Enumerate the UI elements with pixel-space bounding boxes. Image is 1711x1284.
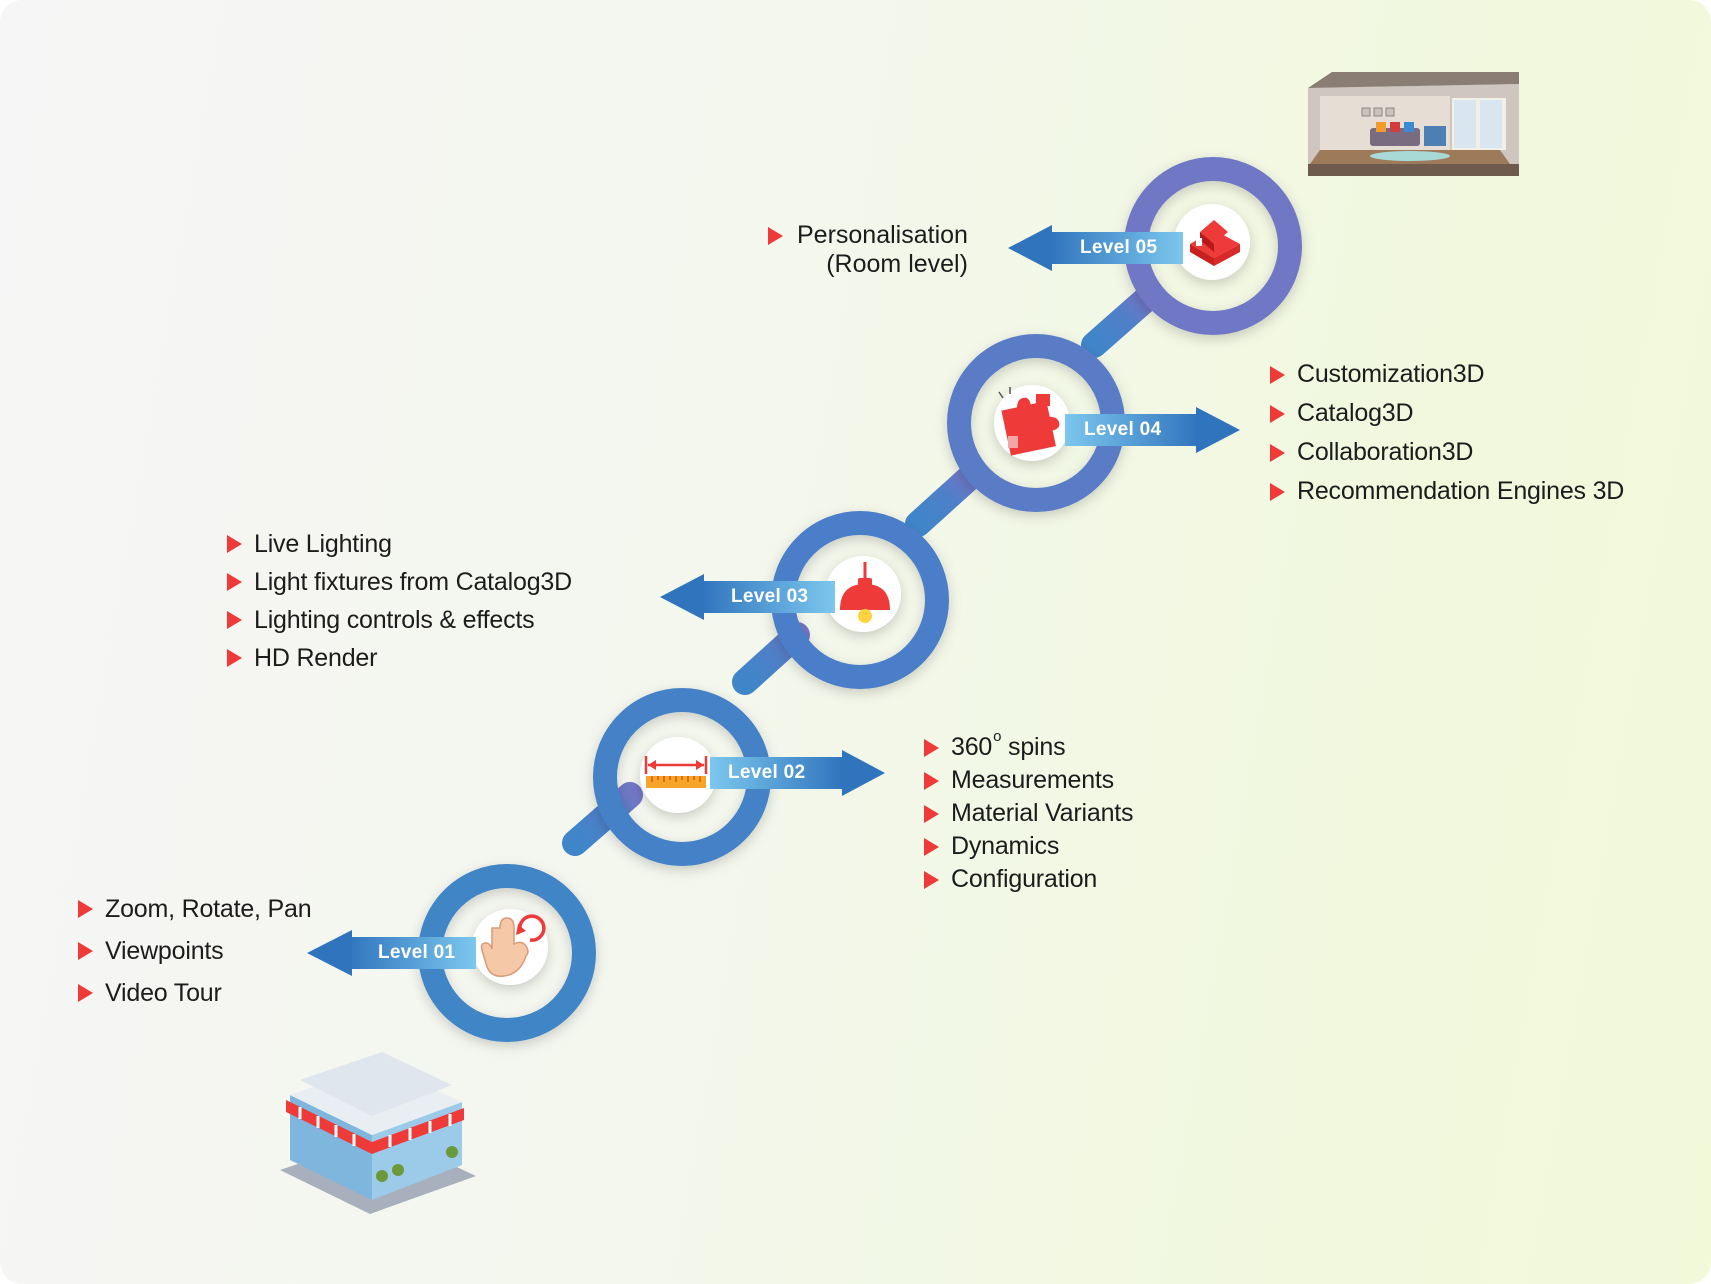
level-04-feature-list: Customization3D Catalog3D Collaboration3… [1270,355,1624,511]
bullet-icon [924,804,939,823]
storefront-illustration [280,1052,476,1214]
list-item: Personalisation [768,221,968,250]
bullet-icon [227,649,242,667]
bullet-icon [78,900,93,918]
bullet-icon [1270,404,1285,423]
bullet-icon [924,870,939,889]
list-item: Material Variants [924,797,1134,830]
bullet-icon [924,738,939,757]
bullet-icon [768,226,783,245]
level-03-feature-list: Live Lighting Light fixtures from Catalo… [227,525,572,677]
bullet-icon [78,984,93,1002]
bullet-icon [1270,443,1285,462]
list-item-continuation: (Room level) [826,250,968,278]
list-item: Collaboration3D [1270,433,1624,472]
room-house-icon [1190,220,1240,266]
list-item: HD Render [227,639,572,677]
bullet-icon [78,942,93,960]
list-item: Catalog3D [1270,394,1624,433]
furnished-room-illustration [1308,72,1519,176]
level-05-feature-block: Personalisation (Room level) [768,221,968,279]
level-03-arrow [660,574,835,620]
level-04-label: Level 04 [1084,419,1162,440]
bullet-icon [227,611,242,629]
measurement-ruler-icon [644,756,708,788]
list-item: Zoom, Rotate, Pan [78,888,312,930]
list-item: Recommendation Engines 3D [1270,472,1624,511]
list-item: Configuration [924,863,1133,896]
hand-rotate-icon [480,914,546,977]
bullet-icon [227,573,242,591]
level-04-arrow [1065,407,1240,453]
list-item: Viewpoints [78,930,311,972]
level-01-feature-list: Zoom, Rotate, Pan Viewpoints Video Tour [78,888,312,1014]
list-item: Dynamics [924,830,1133,863]
list-item: Live Lighting [227,525,572,563]
level-05-label: Level 05 [1080,237,1158,258]
bullet-icon [1270,482,1285,501]
list-item: Measurements [924,764,1133,797]
bullet-icon [924,771,939,790]
level-05-arrow [1008,225,1183,271]
pendant-lamp-icon [840,562,890,623]
list-item: Video Tour [78,972,311,1014]
level-01-arrow [307,930,476,976]
bullet-icon [227,535,242,553]
level-01-label: Level 01 [378,942,456,963]
level-03-label: Level 03 [731,586,809,607]
puzzle-icon [998,387,1060,456]
level-02-arrow [710,750,885,796]
level-02-label: Level 02 [728,762,806,783]
list-item: Lighting controls & effects [227,601,572,639]
list-item: Customization3D [1270,355,1624,394]
bullet-icon [924,837,939,856]
bullet-icon [1270,365,1285,384]
list-item: Light fixtures from Catalog3D [227,563,572,601]
